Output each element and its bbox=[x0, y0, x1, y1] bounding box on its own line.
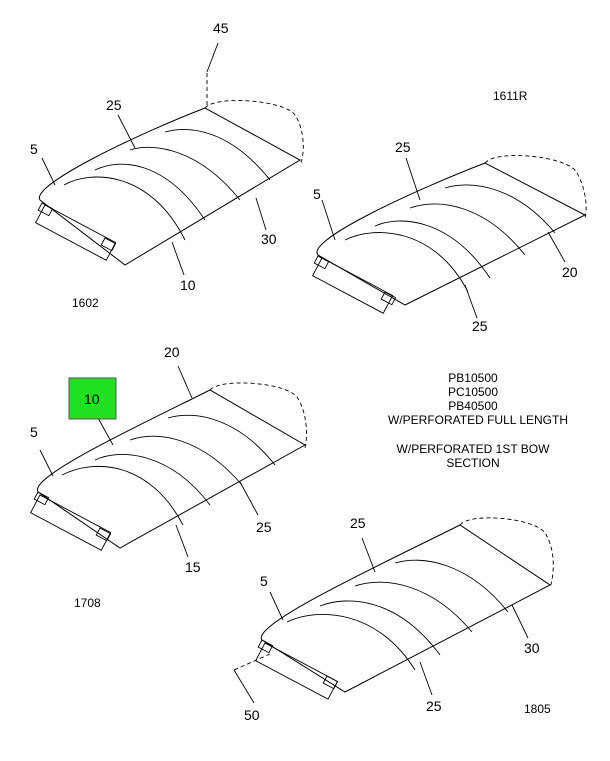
callout-10: 10 bbox=[180, 277, 196, 293]
note-line-5: W/PERFORATED 1ST BOW bbox=[397, 442, 551, 456]
callout-5: 5 bbox=[313, 186, 321, 202]
callout-5: 5 bbox=[30, 141, 38, 157]
panel-assembly-1805 bbox=[233, 517, 554, 704]
callout-30: 30 bbox=[261, 231, 277, 247]
callout-25-upper: 25 bbox=[350, 515, 366, 531]
callout-25: 25 bbox=[256, 519, 272, 535]
note-line-4: W/PERFORATED FULL LENGTH bbox=[388, 413, 568, 427]
callout-25-upper: 25 bbox=[395, 139, 411, 155]
view-label-1602: 1602 bbox=[72, 296, 99, 310]
callout-15: 15 bbox=[185, 559, 201, 575]
callout-10-highlighted[interactable]: 10 bbox=[84, 391, 100, 407]
note-line-3: PB40500 bbox=[448, 399, 498, 413]
callout-50: 50 bbox=[244, 707, 260, 723]
callout-30: 30 bbox=[524, 640, 540, 656]
note-line-2: PC10500 bbox=[448, 385, 498, 399]
callout-45: 45 bbox=[213, 20, 229, 36]
view-label-1611r: 1611R bbox=[493, 89, 528, 103]
highlighted-callout-box[interactable] bbox=[68, 377, 117, 420]
callout-25: 25 bbox=[106, 97, 122, 113]
part-numbers-note: PB10500 PC10500 PB40500 W/PERFORATED FUL… bbox=[388, 371, 568, 470]
callout-5: 5 bbox=[260, 573, 268, 589]
note-line-6: SECTION bbox=[446, 456, 499, 470]
callout-25-lower: 25 bbox=[426, 698, 442, 714]
view-label-1805: 1805 bbox=[524, 702, 551, 716]
callout-5: 5 bbox=[30, 424, 38, 440]
note-line-1: PB10500 bbox=[448, 371, 498, 385]
callout-25-lower: 25 bbox=[472, 318, 488, 334]
callout-20: 20 bbox=[164, 344, 180, 360]
panel-assembly-1708 bbox=[30, 365, 307, 558]
view-label-1708: 1708 bbox=[74, 596, 101, 610]
panel-assembly-1602 bbox=[35, 42, 304, 276]
panel-assembly-1611r bbox=[312, 155, 587, 319]
callout-20: 20 bbox=[562, 264, 578, 280]
